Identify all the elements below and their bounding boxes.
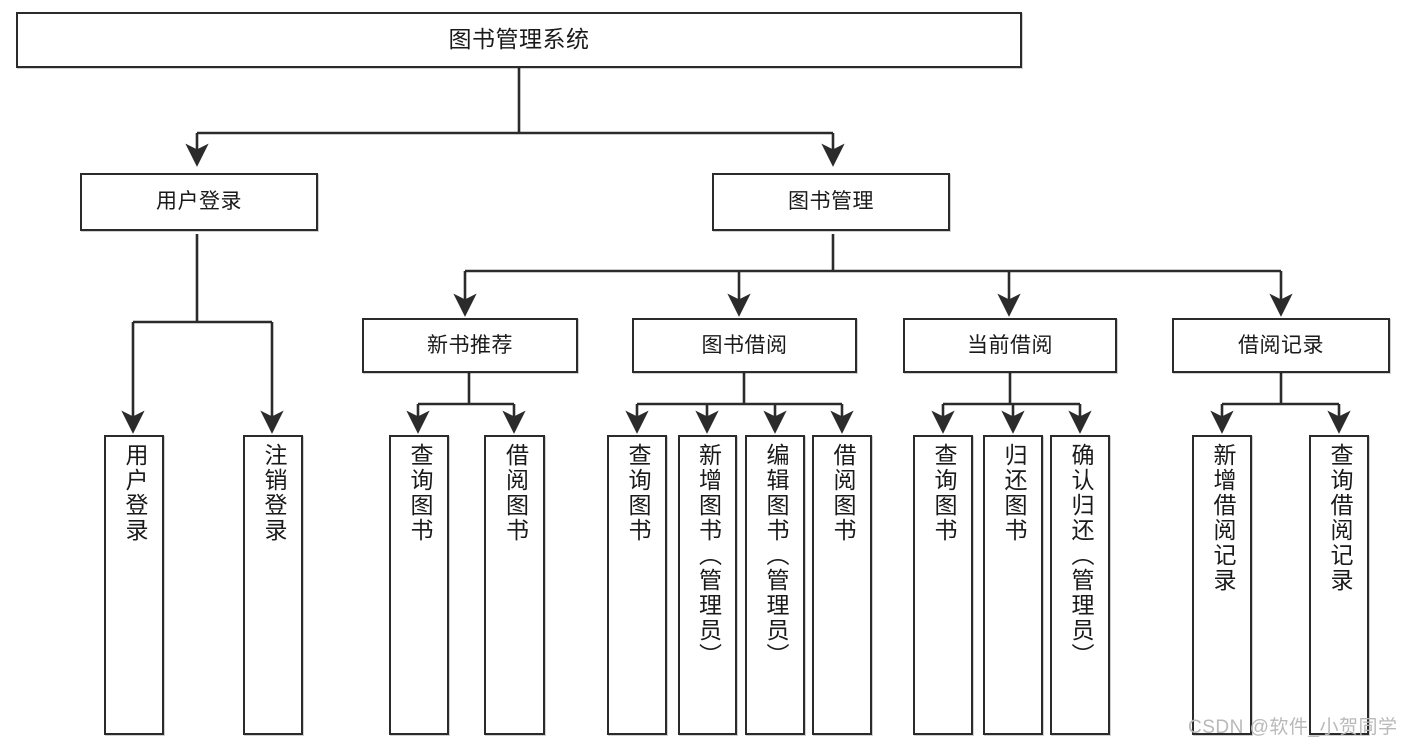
node-label: 图书管理 <box>788 190 874 214</box>
node-user-login[interactable]: 用户登录 <box>80 173 318 231</box>
node-borrow-record[interactable]: 借阅记录 <box>1172 318 1390 373</box>
node-leaf-query-book-current[interactable]: 查询图书 <box>913 435 973 735</box>
node-label: 新增借阅记录 <box>1209 443 1236 593</box>
node-label: 查询借阅记录 <box>1326 443 1353 593</box>
node-leaf-add-book-admin[interactable]: 新增图书（管理员） <box>678 435 737 735</box>
node-leaf-add-borrow-record[interactable]: 新增借阅记录 <box>1192 435 1252 735</box>
node-leaf-query-borrow-record[interactable]: 查询借阅记录 <box>1309 435 1369 735</box>
node-label: 查询图书 <box>406 443 433 543</box>
node-leaf-borrow-book-borrow[interactable]: 借阅图书 <box>812 435 872 735</box>
node-leaf-logout-login[interactable]: 注销登录 <box>243 435 303 735</box>
node-label: 查询图书 <box>930 443 957 543</box>
node-label: 借阅记录 <box>1238 333 1324 357</box>
node-label: 查询图书 <box>624 443 651 543</box>
node-label: 图书借阅 <box>701 333 788 357</box>
node-current-borrow[interactable]: 当前借阅 <box>903 318 1117 373</box>
node-leaf-query-book-borrow[interactable]: 查询图书 <box>607 435 667 735</box>
node-leaf-user-login[interactable]: 用户登录 <box>104 435 164 735</box>
node-leaf-return-book[interactable]: 归还图书 <box>983 435 1043 735</box>
node-label: 确认归还（管理员） <box>1067 443 1094 668</box>
node-label: 用户登录 <box>121 443 148 543</box>
node-label: 借阅图书 <box>502 443 529 543</box>
node-leaf-query-book-new-book[interactable]: 查询图书 <box>389 435 449 735</box>
node-label: 归还图书 <box>1000 443 1027 543</box>
node-label: 编辑图书（管理员） <box>762 443 789 668</box>
node-label: 借阅图书 <box>829 443 856 543</box>
node-label: 用户登录 <box>156 190 242 214</box>
node-leaf-confirm-return-admin[interactable]: 确认归还（管理员） <box>1050 435 1110 735</box>
node-label: 新书推荐 <box>427 333 513 357</box>
node-leaf-borrow-book-new-book[interactable]: 借阅图书 <box>484 435 545 735</box>
node-book-borrow[interactable]: 图书借阅 <box>632 318 857 373</box>
node-label: 注销登录 <box>260 443 287 543</box>
node-new-book-recommend[interactable]: 新书推荐 <box>362 318 578 373</box>
node-leaf-edit-book-admin[interactable]: 编辑图书（管理员） <box>745 435 805 735</box>
csdn-watermark: CSDN @软件_小贺同学 <box>1188 717 1398 738</box>
node-label: 图书管理系统 <box>448 26 590 53</box>
node-book-management[interactable]: 图书管理 <box>712 173 950 231</box>
node-label: 当前借阅 <box>967 333 1053 357</box>
node-root-book-management-system[interactable]: 图书管理系统 <box>16 12 1022 68</box>
node-label: 新增图书（管理员） <box>695 443 722 668</box>
